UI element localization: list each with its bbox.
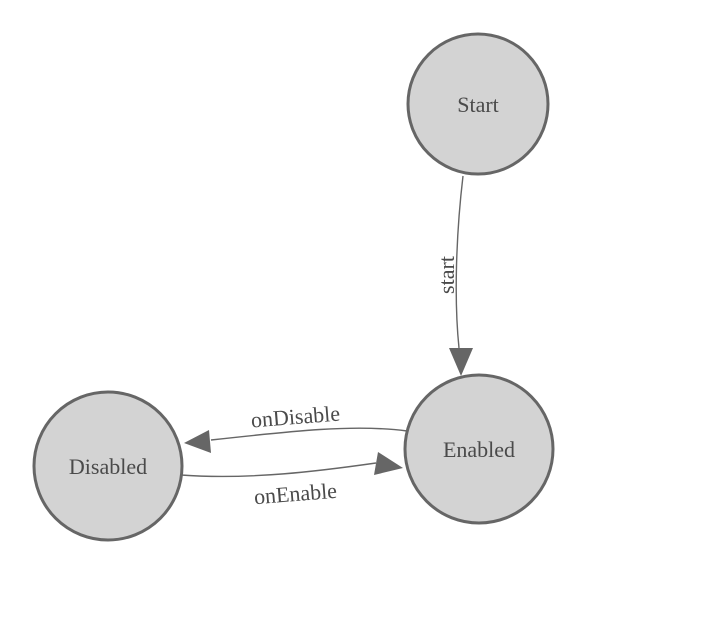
edge-start-arrowhead-icon [449,348,473,376]
edge-ondisable-arrowhead-icon [184,430,211,453]
edge-onenable-label: onEnable [253,478,338,509]
edge-onenable-line [180,462,377,478]
node-start-label: Start [457,92,499,117]
node-disabled: Disabled [32,390,184,542]
node-disabled-label: Disabled [69,454,147,479]
node-enabled-label: Enabled [443,437,515,462]
node-start: Start [406,32,550,176]
edge-ondisable-line [210,427,408,441]
node-enabled-circle [403,373,555,525]
node-disabled-circle [32,390,184,542]
node-enabled: Enabled [403,373,555,525]
edge-start-label: start [434,256,459,294]
edge-ondisable-label: onDisable [250,401,341,433]
edge-ondisable: onDisable [184,401,408,453]
edge-onenable-arrowhead-icon [374,452,403,475]
edge-onenable: onEnable [180,452,403,509]
edge-start: start [434,175,473,376]
node-start-circle [406,32,550,176]
edge-start-line [455,175,464,349]
